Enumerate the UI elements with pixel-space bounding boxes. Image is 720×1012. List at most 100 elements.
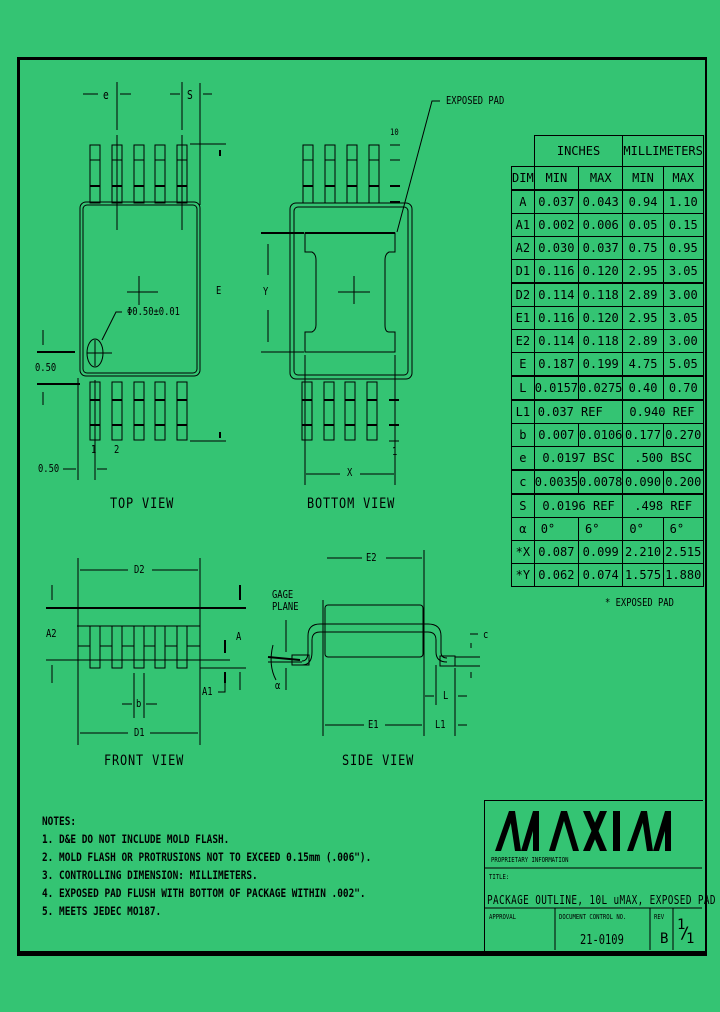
gage-label: GAGE: [272, 588, 294, 601]
cell: 4.75: [622, 352, 664, 377]
offset-left-label: 0.50: [35, 361, 57, 374]
col-header-mm-min: MIN: [622, 166, 664, 191]
cell: 6°: [662, 517, 704, 541]
side-view-drawing: [267, 550, 480, 736]
cell: 0.114: [533, 329, 580, 353]
dim-e-label: e: [103, 88, 109, 102]
note-item: 3. CONTROLLING DIMENSION: MILLIMETERS.: [42, 868, 258, 882]
drawing-border: [17, 57, 707, 956]
sheet-num: 1: [677, 917, 686, 933]
cell: 0.007: [533, 423, 580, 447]
cell: 2.210: [622, 540, 664, 564]
cell: 2.515: [662, 540, 704, 564]
dim-a2-label: A2: [46, 627, 57, 640]
cell: 0.030: [533, 236, 580, 260]
col-header-dim: DIM: [511, 166, 535, 191]
cell: 0.40: [622, 375, 664, 401]
cell: 0.75: [622, 236, 664, 260]
dim-b-label: b: [136, 697, 142, 710]
doc-control-label: DOCUMENT CONTROL NO.: [559, 913, 627, 921]
top-view-drawing: [37, 82, 226, 480]
dim-y-label: Y: [263, 285, 269, 298]
cell: 0.0106: [578, 423, 624, 447]
cell: 0.062: [533, 563, 580, 587]
bottom-view-drawing: [261, 100, 440, 485]
dim-d1-label: D1: [134, 726, 145, 739]
dim-E-label: E: [216, 284, 222, 297]
cell: 0.006: [578, 213, 624, 237]
title-block: PROPRIETARY INFORMATION TITLE: PACKAGE O…: [484, 800, 716, 951]
approval-label: APPROVAL: [489, 913, 516, 921]
dim-e2-label: E2: [366, 551, 377, 564]
cell: 0.940 REF: [622, 399, 704, 424]
sheet-den: 1: [686, 931, 695, 947]
bottom-pin1-label: 1: [392, 445, 398, 458]
cell: 2.89: [622, 282, 664, 307]
cell: 0.70: [662, 375, 704, 401]
cell: 0.199: [578, 352, 624, 377]
cell: 3.05: [662, 306, 704, 330]
sheet-slash: /: [680, 923, 690, 942]
row-dim: E1: [511, 306, 535, 330]
pin1-label: 1: [91, 443, 97, 456]
row-dim: A1: [511, 213, 535, 237]
cell: 0.118: [578, 282, 624, 307]
notes-block: NOTES: 1. D&E DO NOT INCLUDE MOLD FLASH.…: [42, 812, 371, 920]
cell: 0.037: [578, 236, 624, 260]
cell: 0.116: [533, 306, 580, 330]
cell: 1.575: [622, 563, 664, 587]
dim-c-label: c: [483, 628, 489, 641]
title-label: TITLE:: [489, 873, 510, 881]
cell: 0.0035: [533, 469, 580, 495]
dim-x-label: X: [347, 466, 353, 479]
cell: 0.200: [662, 469, 704, 495]
cell: 5.05: [662, 352, 704, 377]
row-dim: E: [511, 352, 535, 377]
row-dim: c: [511, 469, 535, 495]
side-view-title: SIDE VIEW: [342, 753, 415, 769]
table-corner: [512, 136, 535, 167]
cell: .500 BSC: [622, 446, 704, 471]
cell: 3.05: [662, 259, 704, 284]
row-dim: α: [511, 517, 535, 541]
cell: 0.187: [533, 352, 580, 377]
cell: 2.95: [622, 259, 664, 284]
cell: 0.099: [578, 540, 624, 564]
exposed-pad-callout: EXPOSED PAD: [446, 94, 505, 107]
cell: 0°: [622, 517, 664, 541]
cell: .498 REF: [622, 493, 704, 518]
cell: 0.002: [533, 213, 580, 237]
group-header-millimeters: MILLIMETERS: [622, 135, 704, 167]
cell: 1.10: [662, 189, 704, 214]
plane-label: PLANE: [272, 600, 299, 613]
row-dim: L: [511, 375, 535, 401]
cell: 0.0078: [578, 469, 624, 495]
offset-bottom-label: 0.50: [38, 462, 60, 475]
pin10-label: 10: [390, 128, 399, 138]
cell: 0°: [533, 517, 580, 541]
cell: 0.074: [578, 563, 624, 587]
dim-l-label: L: [443, 689, 449, 702]
cell: 0.0197 BSC: [533, 446, 624, 471]
row-dim: A2: [511, 236, 535, 260]
document-number: 21-0109: [580, 933, 624, 948]
cell: 0.037: [533, 189, 580, 214]
cell: 0.177: [622, 423, 664, 447]
cell: 0.0157: [533, 375, 580, 401]
cell: 0.118: [578, 329, 624, 353]
row-dim: S: [511, 493, 535, 518]
notes-heading: NOTES:: [42, 814, 77, 828]
